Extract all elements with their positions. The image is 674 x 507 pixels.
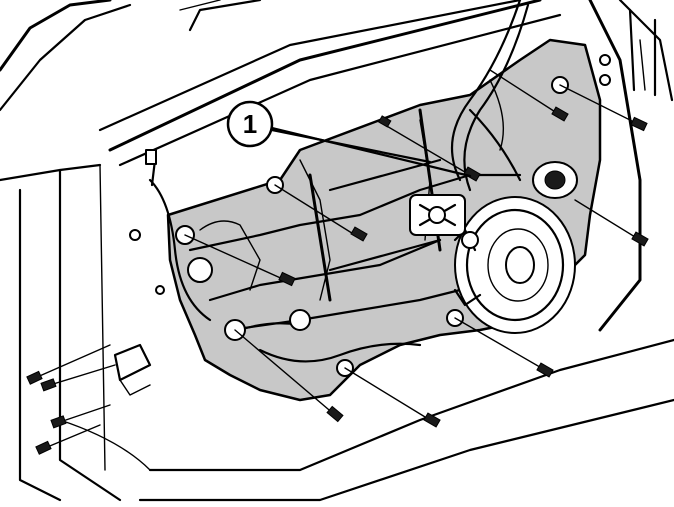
screws [26,69,649,455]
callout-1: 1 [226,100,472,178]
speaker-icon [453,196,576,334]
screw-icon [35,424,101,455]
screw-icon [50,404,111,429]
screw-icon [574,199,649,247]
screw-icon [344,367,441,428]
motor-icon [409,194,466,236]
screw-icon [40,364,116,392]
screw-icon [454,317,554,378]
screw-icon [184,234,296,287]
panel-fixture-points [129,54,611,377]
screw-icon [489,69,569,122]
screw-icon [234,329,344,423]
callout-label: 1 [243,109,257,139]
tweeter-speaker [532,161,578,199]
screw-icon [274,184,368,242]
screw-icon [559,84,648,132]
screw-icon [377,115,392,128]
screw-icon [384,124,481,182]
screw-icon [26,344,111,385]
